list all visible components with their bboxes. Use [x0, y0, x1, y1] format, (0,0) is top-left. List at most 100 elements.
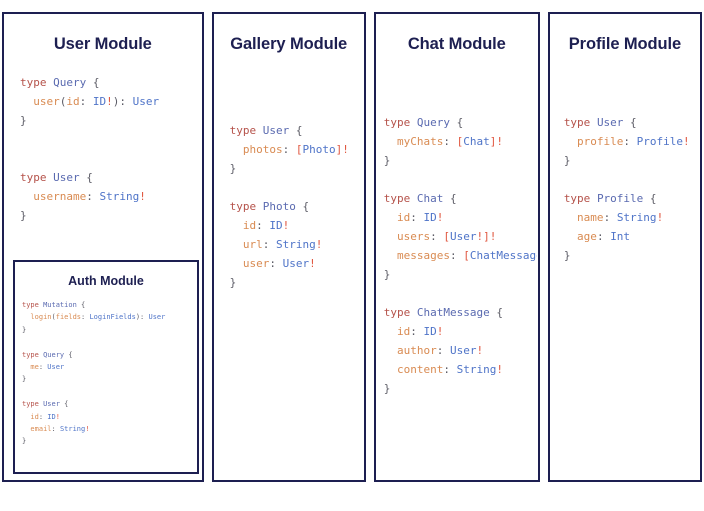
code-token-val: User [282, 256, 310, 270]
code-token-field: id [66, 94, 80, 108]
code-token-bang: ! [436, 210, 444, 224]
code-token-punc: { [59, 400, 69, 409]
code-token-field: url [229, 237, 263, 251]
code-token-bang: [ [443, 229, 451, 243]
code-line [564, 170, 692, 189]
code-token-punc: } [229, 161, 237, 175]
code-token-bang: ! [139, 189, 146, 203]
code-token-punc: { [79, 170, 93, 184]
code-line: type User { [22, 398, 197, 410]
code-line: } [22, 324, 197, 336]
code-line: type Query { [384, 113, 530, 132]
code-token-field: age [563, 229, 597, 243]
code-token-punc: : [436, 343, 451, 357]
code-line: email: String! [22, 423, 197, 435]
code-line: author: User! [384, 341, 530, 360]
code-line [384, 170, 530, 189]
code-line: profile: Profile! [564, 132, 692, 151]
code-token-punc: : [443, 134, 457, 148]
code-line: photos: [Photo]! [230, 140, 356, 159]
code-token-punc: { [295, 199, 310, 213]
code-token-punc: : [603, 210, 617, 224]
code-token-punc: } [20, 208, 27, 222]
code-token-field: myChats [383, 134, 444, 148]
code-block-profile: type User { profile: Profile!} type Prof… [550, 113, 700, 265]
code-token-punc: ) [112, 94, 120, 108]
code-token-punc: : [596, 229, 611, 243]
code-token-punc: { [489, 305, 504, 319]
module-card-chat[interactable]: Chat Module type Query { myChats: [Chat]… [373, 12, 540, 482]
module-title-auth: Auth Module [68, 274, 144, 288]
code-token-punc: ( [51, 313, 56, 322]
code-line: } [20, 206, 194, 225]
code-token-type: Chat [416, 191, 444, 205]
code-token-bang: ! [309, 256, 316, 270]
code-line: login(fields: LoginFields): User [22, 311, 197, 323]
code-line: type Query { [22, 349, 197, 361]
module-card-user[interactable]: User Module type Query { user(id: ID!): … [2, 12, 204, 482]
code-line: type ChatMessage { [384, 303, 530, 322]
code-token-punc: } [20, 113, 27, 127]
module-card-gallery[interactable]: Gallery Module type User { photos: [Phot… [211, 12, 366, 482]
code-token-type: Query [53, 75, 87, 89]
code-token-kw: type [383, 305, 417, 319]
code-line: name: String! [564, 208, 692, 227]
code-token-field: id [229, 218, 257, 232]
code-token-field: email [22, 425, 52, 434]
code-token-type: Query [43, 350, 65, 359]
code-token-val: String [616, 210, 657, 224]
code-block-gallery: type User { photos: [Photo]!} type Photo… [214, 121, 364, 292]
code-token-punc: : [410, 210, 424, 224]
module-card-auth[interactable]: Auth Module type Mutation { login(fields… [13, 260, 199, 474]
code-token-val: ID [269, 218, 283, 232]
code-line: me: User [22, 361, 197, 373]
code-token-punc: } [22, 375, 27, 384]
code-token-field: login [22, 313, 52, 322]
module-card-profile[interactable]: Profile Module type User { profile: Prof… [547, 12, 702, 482]
code-token-bang: [ [295, 142, 303, 156]
code-token-val: ID [423, 324, 437, 338]
code-token-bang: ! [683, 134, 690, 148]
code-token-kw: type [229, 199, 263, 213]
code-token-punc: ) [135, 313, 141, 322]
code-token-punc: : [86, 189, 100, 203]
code-token-field: user [229, 256, 270, 270]
code-token-kw: type [383, 191, 417, 205]
code-token-type: Query [416, 115, 451, 129]
code-line [20, 149, 194, 168]
code-token-punc: : [410, 324, 424, 338]
code-line: } [22, 435, 197, 447]
code-token-val: String [99, 189, 140, 203]
code-token-punc: { [64, 350, 73, 359]
code-token-punc: : [623, 134, 637, 148]
code-token-val: String [59, 425, 86, 434]
code-token-field: name [563, 210, 604, 224]
code-line: users: [User!]! [384, 227, 530, 246]
code-token-punc: ( [59, 94, 67, 108]
code-line: url: String! [230, 235, 356, 254]
code-token-val: User [450, 229, 477, 243]
code-token-field: username [20, 189, 87, 203]
code-line: } [22, 373, 197, 385]
code-token-punc: : [256, 218, 270, 232]
module-title-user: User Module [53, 35, 152, 53]
code-token-punc: } [229, 275, 237, 289]
code-token-punc: } [563, 248, 571, 262]
code-token-punc: { [76, 301, 86, 309]
code-token-val: User [450, 343, 477, 357]
code-line: } [384, 379, 530, 398]
code-line: } [230, 159, 356, 178]
code-token-field: id [22, 412, 39, 421]
code-token-punc: : [450, 248, 464, 262]
code-line [22, 386, 197, 398]
code-line: id: ID! [384, 208, 530, 227]
code-token-val: User [148, 313, 166, 322]
code-token-punc: } [22, 437, 27, 446]
code-token-bang: ! [496, 362, 504, 376]
code-line: id: ID! [230, 216, 356, 235]
code-token-val: User [47, 363, 65, 372]
code-token-punc: : [262, 237, 276, 251]
code-line: type User { [20, 168, 194, 187]
code-token-punc: } [383, 153, 391, 167]
code-token-punc: } [383, 381, 391, 395]
